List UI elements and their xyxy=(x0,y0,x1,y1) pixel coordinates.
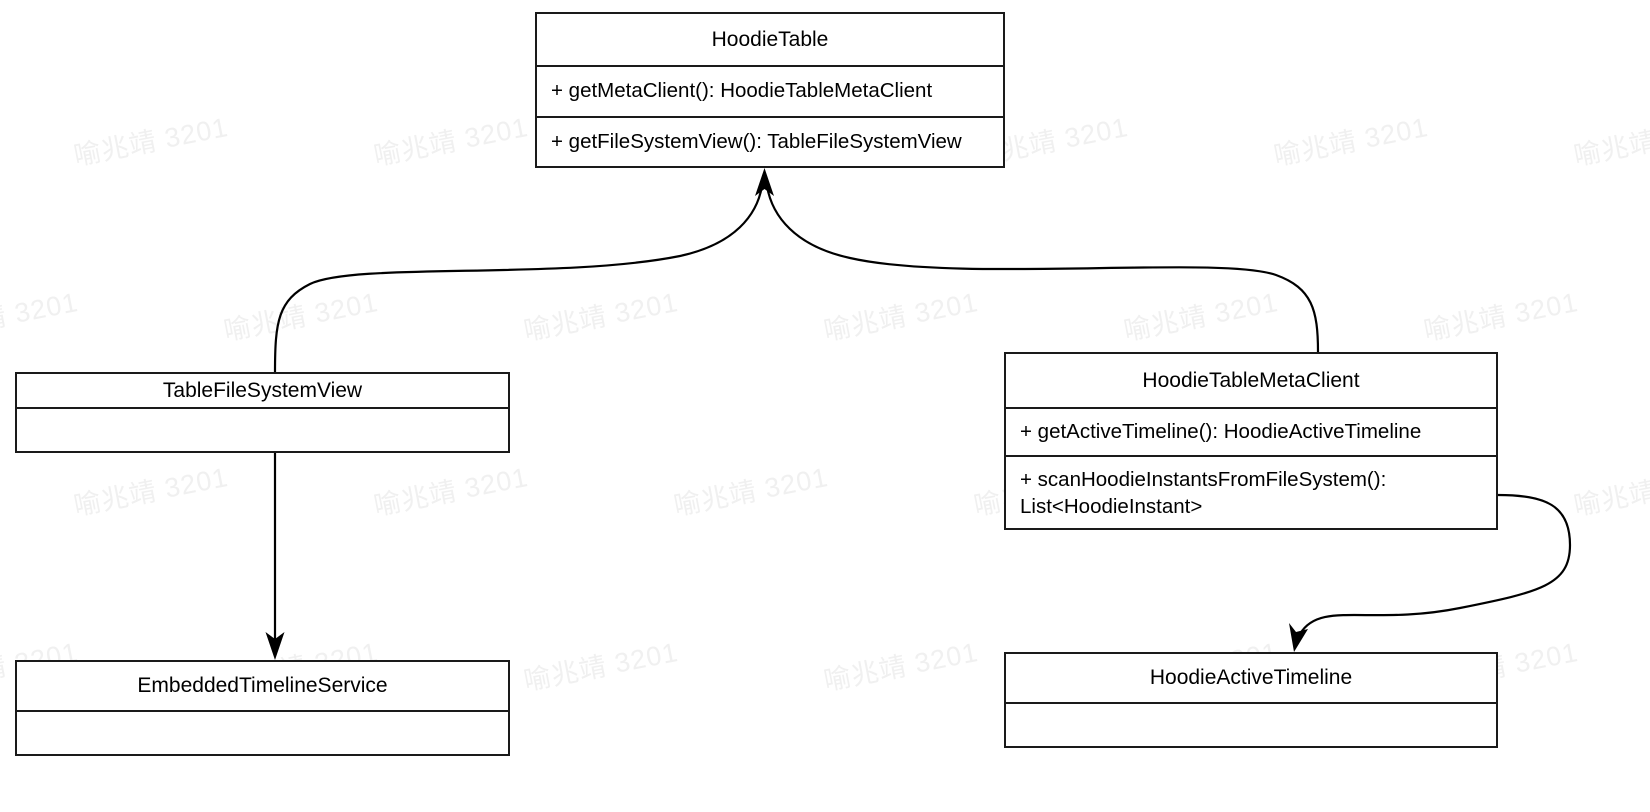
watermark-text: 喻兆靖 3201 xyxy=(1271,111,1431,172)
class-box-hoodie-table[interactable]: HoodieTable + getMetaClient(): HoodieTab… xyxy=(535,12,1005,168)
class-box-table-file-system-view[interactable]: TableFileSystemView xyxy=(15,372,510,453)
class-member-empty xyxy=(17,713,45,736)
watermark-text: 喻兆靖 3201 xyxy=(821,286,981,347)
watermark-text: 喻兆靖 3201 xyxy=(221,286,381,347)
class-name-hoodie-active-timeline: HoodieActiveTimeline xyxy=(1149,666,1353,689)
class-member-getactivetimeline: + getActiveTimeline(): HoodieActiveTimel… xyxy=(1020,419,1422,443)
class-name-hoodie-table: HoodieTable xyxy=(711,27,829,51)
class-compartment-empty xyxy=(1006,702,1496,748)
arrowhead-into-hoodieactivetimeline xyxy=(1289,623,1308,652)
watermark-text: 喻兆靖 3201 xyxy=(371,461,531,522)
class-compartment-methods-1: + getActiveTimeline(): HoodieActiveTimel… xyxy=(1006,407,1496,455)
class-compartment-methods-2: + scanHoodieInstantsFromFileSystem(): Li… xyxy=(1006,455,1496,530)
class-name-hoodie-table-meta-client: HoodieTableMetaClient xyxy=(1142,368,1360,392)
watermark-text: 喻兆靖 3201 xyxy=(1421,286,1581,347)
class-compartment-empty xyxy=(17,710,508,756)
watermark-text: 喻兆靖 3201 xyxy=(521,636,681,697)
class-compartment-empty xyxy=(17,407,508,453)
class-member-getmetaclient: + getMetaClient(): HoodieTableMetaClient xyxy=(551,79,933,103)
watermark-text: 喻兆靖 3201 xyxy=(1121,286,1281,347)
watermark-text: 喻兆靖 3201 xyxy=(821,636,981,697)
class-compartment-methods-1: + getMetaClient(): HoodieTableMetaClient xyxy=(537,65,1003,116)
watermark-text: 喻兆靖 3201 xyxy=(371,111,531,172)
watermark-text: 喻兆靖 3201 xyxy=(71,461,231,522)
class-box-hoodie-table-meta-client[interactable]: HoodieTableMetaClient + getActiveTimelin… xyxy=(1004,352,1498,530)
watermark-text: 喻兆靖 3201 xyxy=(0,286,81,347)
watermark-text: 喻兆靖 3201 xyxy=(71,111,231,172)
class-name-table-file-system-view: TableFileSystemView xyxy=(162,378,363,402)
class-name-embedded-timeline-service: EmbeddedTimelineService xyxy=(137,674,388,697)
watermark-text: 喻兆靖 3201 xyxy=(671,461,831,522)
class-member-getfilesystemview: + getFileSystemView(): TableFileSystemVi… xyxy=(551,130,962,154)
watermark-text: 喻兆靖 3201 xyxy=(1571,462,1650,522)
class-compartment-methods-2: + getFileSystemView(): TableFileSystemVi… xyxy=(537,116,1003,167)
edge-hoodietablemetaclient-to-hoodietable xyxy=(765,185,1320,353)
class-box-embedded-timeline-service[interactable]: EmbeddedTimelineService xyxy=(15,660,510,756)
watermark-text: 喻兆靖 3201 xyxy=(521,286,681,347)
class-box-hoodie-active-timeline[interactable]: HoodieActiveTimeline xyxy=(1004,652,1498,748)
arrowhead-into-hoodietable xyxy=(755,168,774,196)
watermark-text: 喻兆靖 3201 xyxy=(1571,112,1650,172)
edge-tablefilesystemview-to-hoodietable xyxy=(273,185,764,373)
class-member-scanhoodieinstantsfromfilesystem: + scanHoodieInstantsFromFileSystem(): Li… xyxy=(1020,468,1387,518)
class-member-empty xyxy=(1006,705,1034,728)
arrowhead-into-embeddedtimelineservice xyxy=(265,632,285,660)
class-member-empty xyxy=(17,410,45,433)
